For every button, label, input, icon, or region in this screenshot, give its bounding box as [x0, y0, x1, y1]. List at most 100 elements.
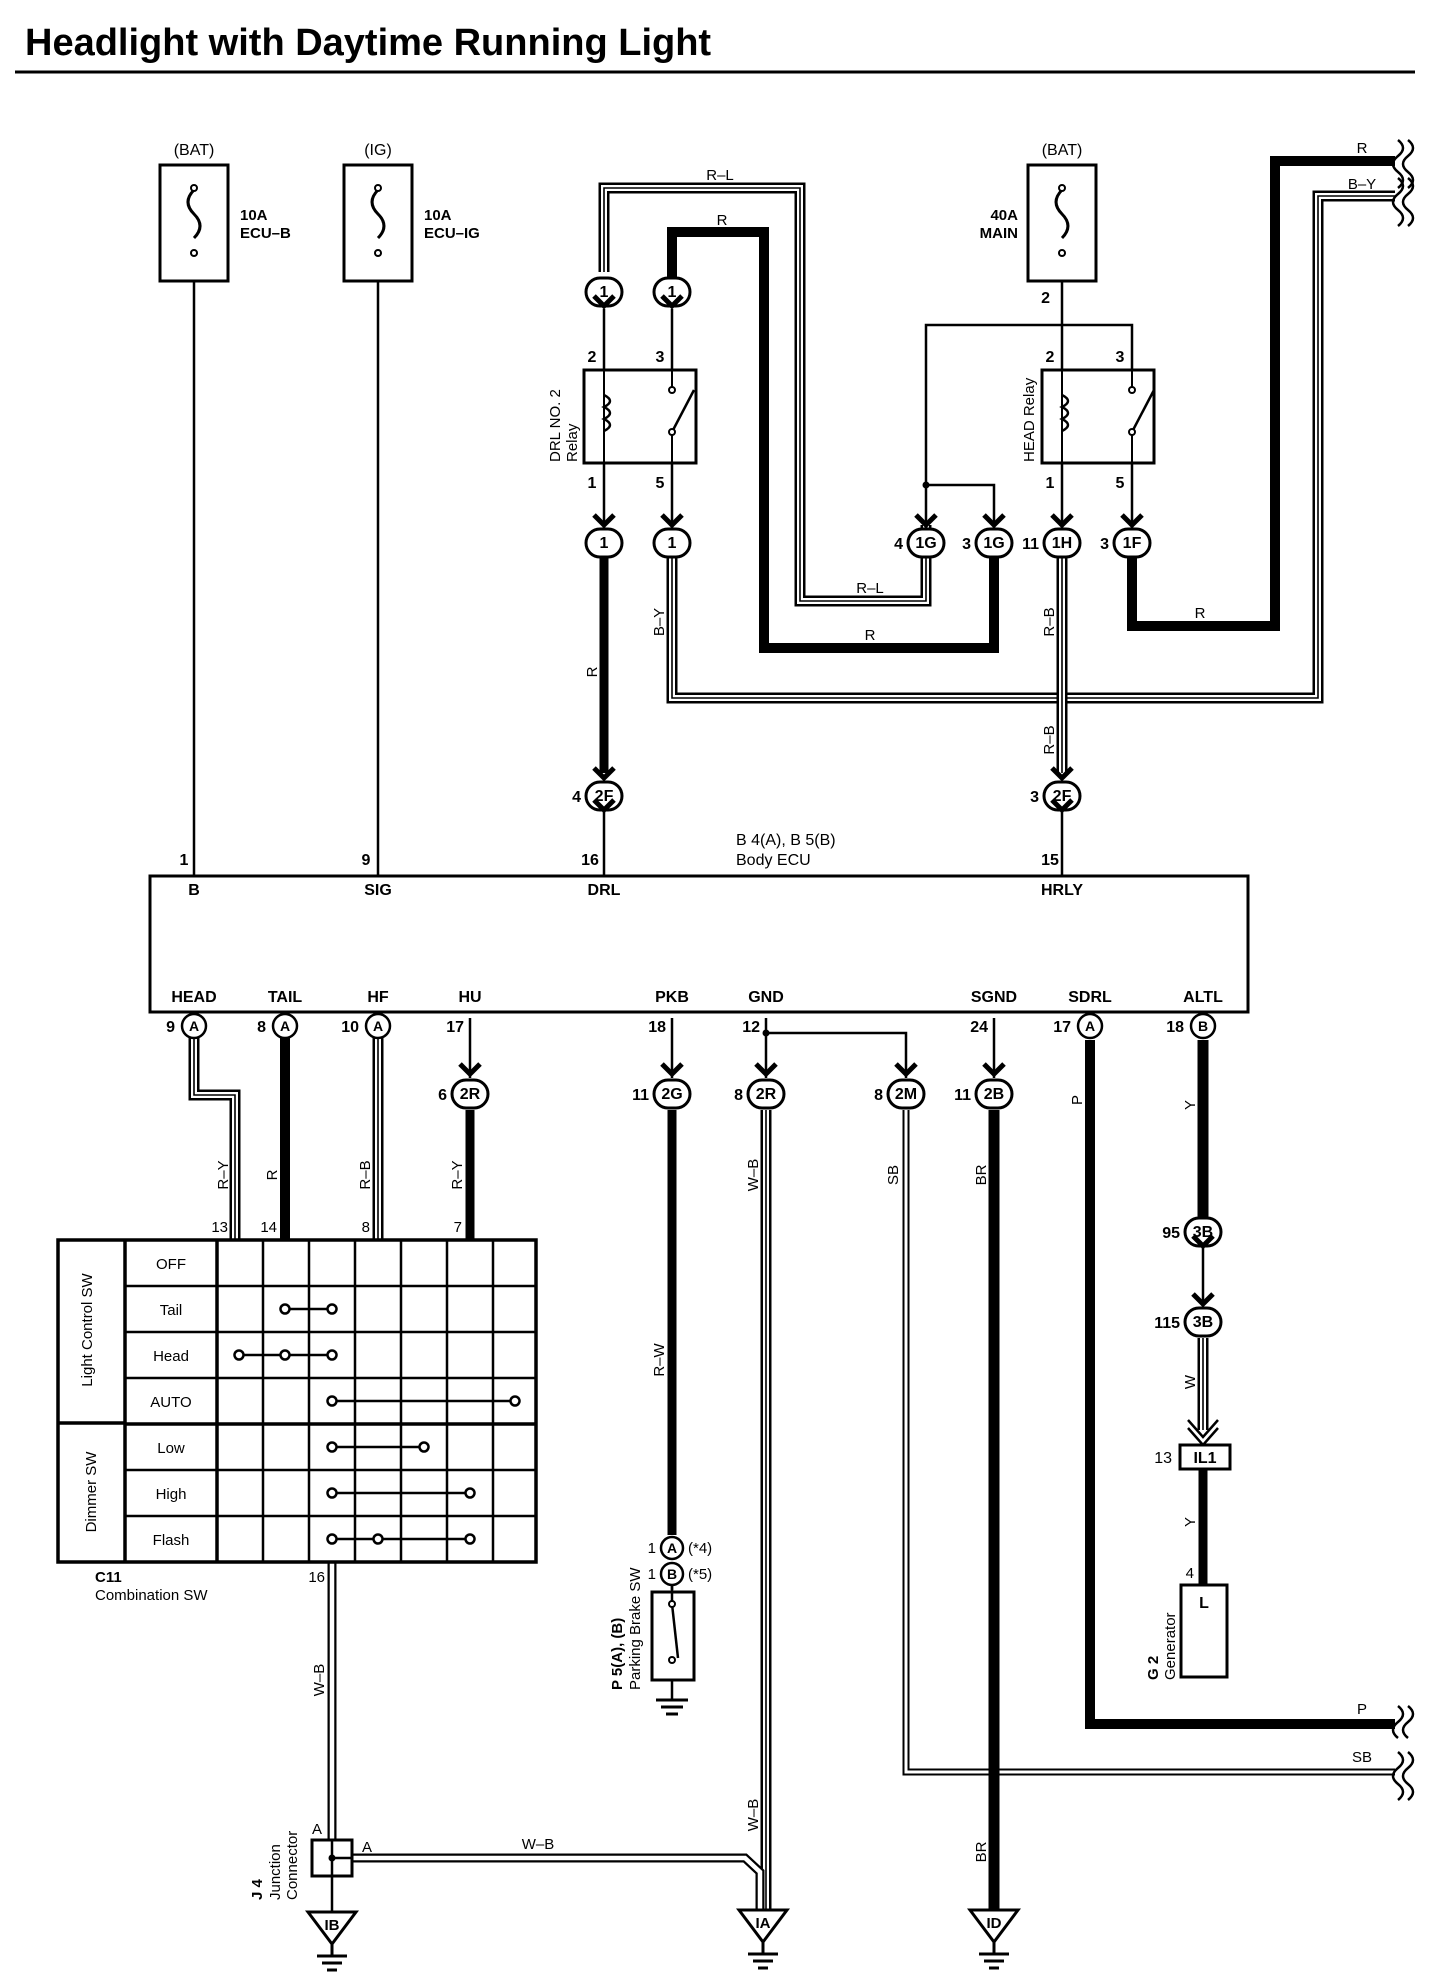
svg-text:W–B: W–B — [745, 1799, 762, 1832]
svg-text:3B: 3B — [1193, 1314, 1213, 1331]
wires — [188, 156, 1395, 1912]
drl-relay: DRL NO. 2 Relay 2 3 1 5 — [547, 349, 698, 492]
svg-text:1F: 1F — [1123, 535, 1142, 552]
svg-text:9: 9 — [166, 1019, 175, 1036]
svg-text:C11: C11 — [95, 1569, 122, 1586]
svg-text:1: 1 — [1046, 475, 1055, 492]
svg-text:Combination SW: Combination SW — [95, 1587, 208, 1604]
svg-text:R–Y: R–Y — [215, 1160, 232, 1189]
svg-text:Body ECU: Body ECU — [736, 852, 811, 869]
svg-text:High: High — [156, 1486, 187, 1503]
svg-text:6: 6 — [438, 1087, 447, 1104]
svg-text:2: 2 — [1041, 290, 1050, 307]
svg-text:IL1: IL1 — [1193, 1450, 1216, 1467]
svg-text:B 4(A), B 5(B): B 4(A), B 5(B) — [736, 832, 836, 849]
svg-text:1H: 1H — [1052, 535, 1072, 552]
svg-text:11: 11 — [954, 1087, 971, 1104]
svg-text:Junction: Junction — [267, 1844, 284, 1900]
svg-text:ALTL: ALTL — [1183, 989, 1223, 1006]
svg-text:IB: IB — [325, 1917, 340, 1934]
svg-text:W–B: W–B — [522, 1836, 555, 1853]
svg-text:8: 8 — [874, 1087, 883, 1104]
svg-text:L: L — [1199, 1595, 1209, 1612]
svg-text:R–L: R–L — [856, 580, 884, 597]
fuse-ecu-ig: (IG) 10A ECU–IG — [342, 142, 480, 283]
svg-text:Y: Y — [1182, 1100, 1199, 1110]
svg-text:1: 1 — [648, 1540, 656, 1557]
ground-ib: IB — [306, 1910, 358, 1972]
svg-text:11: 11 — [632, 1087, 649, 1104]
svg-text:1G: 1G — [983, 535, 1004, 552]
svg-text:ID: ID — [987, 1915, 1002, 1932]
svg-text:10A: 10A — [240, 207, 268, 224]
connector-il1: IL1 13 — [1154, 1443, 1232, 1471]
svg-text:1: 1 — [588, 475, 597, 492]
svg-text:17: 17 — [1053, 1019, 1071, 1036]
ground-id: ID — [968, 1908, 1020, 1970]
svg-text:BR: BR — [973, 1841, 990, 1862]
svg-text:TAIL: TAIL — [268, 989, 303, 1006]
svg-text:R: R — [1195, 605, 1206, 622]
svg-text:1: 1 — [648, 1566, 656, 1583]
svg-text:Y: Y — [1182, 1517, 1199, 1527]
svg-text:2F: 2F — [595, 788, 614, 805]
generator: L 4 G 2 Generator — [1145, 1565, 1229, 1680]
svg-text:17: 17 — [446, 1019, 464, 1036]
junction-connector: A A J 4 Junction Connector — [249, 1821, 372, 1900]
svg-text:18: 18 — [1166, 1019, 1184, 1036]
svg-text:B: B — [1198, 1018, 1208, 1034]
svg-text:Parking Brake SW: Parking Brake SW — [627, 1567, 644, 1690]
svg-text:Relay: Relay — [564, 423, 581, 462]
svg-text:3: 3 — [962, 536, 971, 553]
svg-text:R: R — [1357, 140, 1368, 157]
svg-text:4: 4 — [572, 789, 581, 806]
parking-brake-switch: A 1 (*4) B 1 (*5) P 5(A), (B) Parking Br… — [609, 1535, 712, 1716]
svg-text:8: 8 — [257, 1019, 266, 1036]
svg-text:(BAT): (BAT) — [1042, 142, 1083, 159]
svg-text:2: 2 — [1046, 349, 1055, 366]
svg-text:5: 5 — [656, 475, 665, 492]
svg-text:18: 18 — [648, 1019, 666, 1036]
svg-text:B–Y: B–Y — [651, 608, 668, 636]
svg-text:(IG): (IG) — [364, 142, 392, 159]
body-ecu: B 4(A), B 5(B) Body ECU 1 B 9 SIG 16 DRL… — [148, 832, 1250, 1040]
svg-text:(BAT): (BAT) — [174, 142, 215, 159]
svg-text:P 5(A), (B): P 5(A), (B) — [609, 1618, 626, 1690]
svg-text:A: A — [312, 1821, 322, 1838]
svg-text:4: 4 — [1186, 1565, 1194, 1582]
svg-text:HEAD: HEAD — [171, 989, 216, 1006]
svg-text:A: A — [280, 1018, 290, 1034]
svg-text:24: 24 — [970, 1019, 988, 1036]
svg-text:3: 3 — [1030, 789, 1039, 806]
svg-text:14: 14 — [260, 1219, 277, 1236]
svg-text:A: A — [189, 1018, 199, 1034]
svg-text:HRLY: HRLY — [1041, 882, 1083, 899]
svg-text:SDRL: SDRL — [1068, 989, 1112, 1006]
svg-text:B: B — [188, 882, 200, 899]
svg-text:(*5): (*5) — [688, 1566, 712, 1583]
svg-text:115: 115 — [1154, 1315, 1180, 1332]
svg-text:J 4: J 4 — [249, 1878, 266, 1900]
svg-text:SB: SB — [885, 1165, 902, 1185]
svg-text:13: 13 — [1154, 1450, 1172, 1467]
svg-text:8: 8 — [734, 1087, 743, 1104]
svg-text:HU: HU — [458, 989, 481, 1006]
svg-text:B: B — [667, 1566, 677, 1582]
svg-text:10A: 10A — [424, 207, 452, 224]
svg-text:3B: 3B — [1193, 1224, 1213, 1241]
svg-text:W: W — [1182, 1374, 1199, 1389]
svg-text:GND: GND — [748, 989, 784, 1006]
svg-text:4: 4 — [894, 536, 903, 553]
svg-text:Connector: Connector — [284, 1831, 301, 1900]
svg-text:1: 1 — [600, 284, 609, 301]
svg-text:5: 5 — [1116, 475, 1125, 492]
svg-text:R–B: R–B — [357, 1160, 374, 1189]
wire-break-marks — [1391, 139, 1415, 1801]
svg-text:W–B: W–B — [745, 1159, 762, 1192]
svg-text:12: 12 — [742, 1019, 760, 1036]
fuse-ecu-b: (BAT) 10A ECU–B — [158, 142, 291, 283]
svg-text:8: 8 — [362, 1219, 370, 1236]
svg-text:11: 11 — [1022, 536, 1039, 553]
svg-text:2M: 2M — [895, 1086, 917, 1103]
